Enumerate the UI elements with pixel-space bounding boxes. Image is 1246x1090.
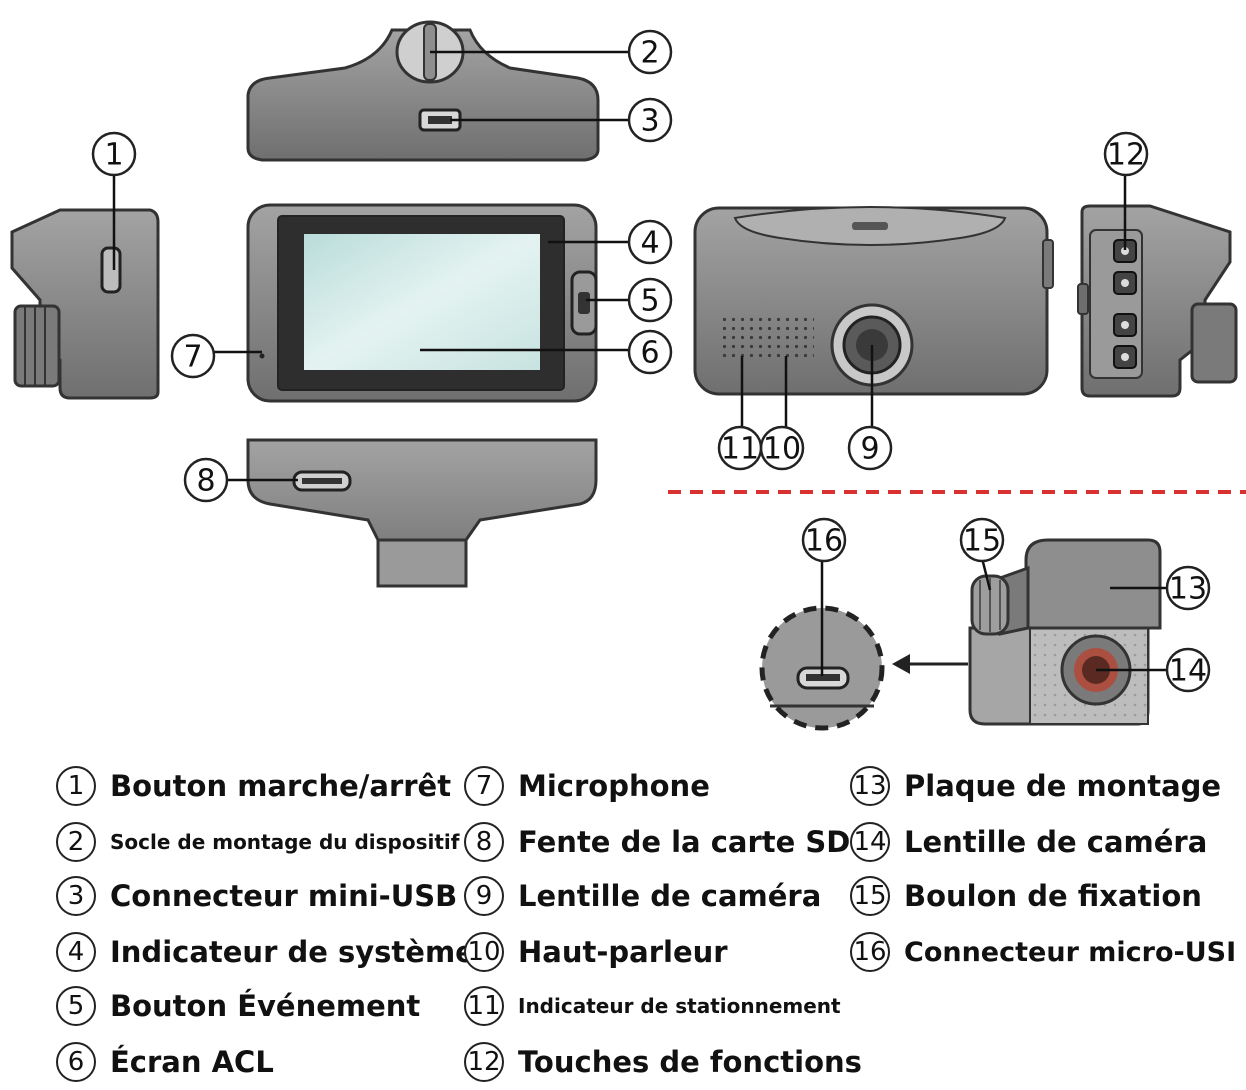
legend-number: 13 <box>850 766 890 806</box>
legend-item-13: 13 Plaque de montage <box>850 766 1221 806</box>
front-view <box>246 203 598 403</box>
legend-label: Fente de la carte SD <box>518 825 851 859</box>
legend-label: Boulon de fixation <box>904 879 1202 913</box>
callout-8: 8 <box>196 464 215 499</box>
callout-12: 12 <box>1107 138 1145 173</box>
legend-number: 7 <box>464 766 504 806</box>
legend-label: Lentille de caméra <box>518 879 822 913</box>
legend-item-4: 4 Indicateur de système <box>56 932 475 972</box>
legend-item-5: 5 Bouton Événement <box>56 986 420 1026</box>
callout-11: 11 <box>721 432 759 467</box>
legend-number: 10 <box>464 932 504 972</box>
legend-number: 1 <box>56 766 96 806</box>
legend-number: 8 <box>464 822 504 862</box>
callout-14: 14 <box>1169 654 1207 689</box>
legend-label: Socle de montage du dispositif <box>110 830 460 854</box>
legend-label: Touches de fonctions <box>518 1045 862 1079</box>
legend-item-7: 7 Microphone <box>464 766 710 806</box>
legend-item-2: 2 Socle de montage du dispositif <box>56 822 459 862</box>
callout-4: 4 <box>640 226 659 261</box>
legend-label: Connecteur micro-USI <box>904 936 1237 968</box>
legend-label: Haut-parleur <box>518 935 728 969</box>
legend-item-15: 15 Boulon de fixation <box>850 876 1202 916</box>
callout-10: 10 <box>763 432 801 467</box>
dashcam-diagram: 1 2 3 4 5 6 7 8 9 10 11 12 13 14 15 16 <box>10 20 1246 731</box>
legend-number: 11 <box>464 986 504 1026</box>
legend-label: Lentille de caméra <box>904 825 1208 859</box>
callout-7: 7 <box>183 340 202 375</box>
legend-number: 6 <box>56 1042 96 1082</box>
leader-lines <box>112 50 1166 676</box>
legend-number: 5 <box>56 986 96 1026</box>
legend-item-12: 12 Touches de fonctions <box>464 1042 862 1082</box>
legend-number: 15 <box>850 876 890 916</box>
legend-label: Microphone <box>518 769 710 803</box>
legend-item-6: 6 Écran ACL <box>56 1042 274 1082</box>
legend-item-14: 14 Lentille de caméra <box>850 822 1207 862</box>
legend-number: 9 <box>464 876 504 916</box>
power-button <box>100 246 122 294</box>
legend-number: 12 <box>464 1042 504 1082</box>
callout-6: 6 <box>640 336 659 371</box>
legend-label: Bouton marche/arrêt <box>110 769 452 803</box>
callout-5: 5 <box>640 284 659 319</box>
back-view <box>693 206 1054 396</box>
callout-3: 3 <box>640 104 659 139</box>
legend-number: 3 <box>56 876 96 916</box>
legend-number: 4 <box>56 932 96 972</box>
legend-item-3: 3 Connecteur mini-USB <box>56 876 457 916</box>
microphone-hole <box>259 353 265 359</box>
rear-camera <box>968 538 1162 726</box>
legend-label: Indicateur de stationnement <box>518 994 841 1018</box>
callout-13: 13 <box>1169 572 1207 607</box>
right-side-view <box>1077 204 1238 398</box>
legend-label: Indicateur de système <box>110 935 475 969</box>
legend-label: Bouton Événement <box>110 989 421 1023</box>
legend-number: 14 <box>850 822 890 862</box>
legend-label: Écran ACL <box>110 1045 274 1079</box>
callout-9: 9 <box>860 432 879 467</box>
callout-16: 16 <box>805 524 843 559</box>
callout-15: 15 <box>963 524 1001 559</box>
legend: 1 Bouton marche/arrêt 2 Socle de montage… <box>0 760 1246 1090</box>
bottom-view <box>246 438 598 588</box>
top-view <box>246 20 600 162</box>
legend-item-9: 9 Lentille de caméra <box>464 876 821 916</box>
legend-label: Connecteur mini-USB <box>110 879 458 913</box>
legend-item-11: 11 Indicateur de stationnement <box>464 986 841 1026</box>
callout-1: 1 <box>104 138 123 173</box>
left-side-view <box>10 208 160 400</box>
legend-label: Plaque de montage <box>904 769 1222 803</box>
legend-item-10: 10 Haut-parleur <box>464 932 728 972</box>
callout-2: 2 <box>640 36 659 71</box>
legend-number: 2 <box>56 822 96 862</box>
lcd-screen <box>304 234 540 370</box>
legend-item-8: 8 Fente de la carte SD <box>464 822 850 862</box>
legend-item-1: 1 Bouton marche/arrêt <box>56 766 451 806</box>
function-keys <box>1113 239 1137 369</box>
legend-item-16: 16 Connecteur micro-USI <box>850 932 1236 972</box>
callout-circles <box>91 29 1211 693</box>
legend-number: 16 <box>850 932 890 972</box>
